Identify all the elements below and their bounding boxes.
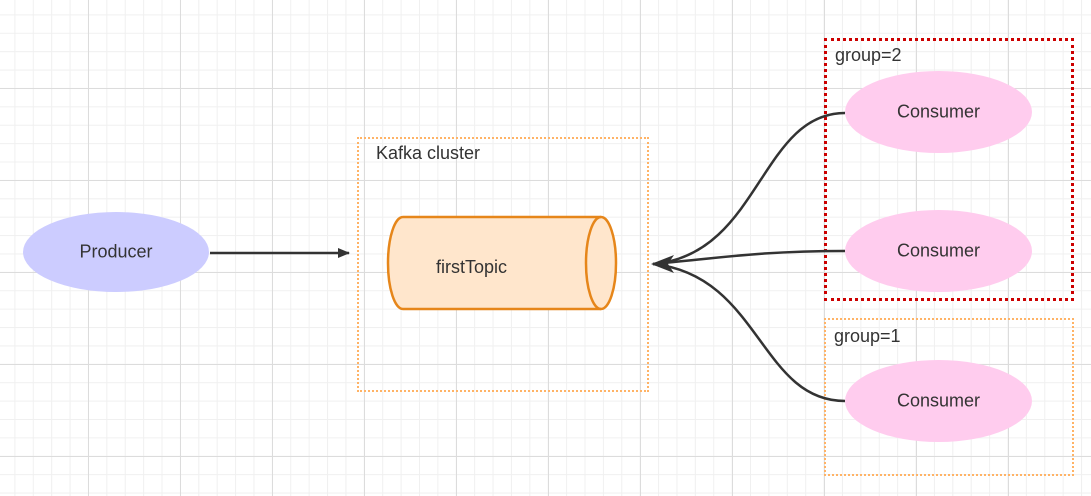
group-2-label: group=2	[835, 45, 902, 65]
consumer-node-bottom[interactable]: Consumer	[845, 360, 1032, 442]
producer-node[interactable]: Producer	[23, 212, 209, 292]
group-1-container[interactable]: group=1	[824, 318, 1074, 476]
group-1-label: group=1	[834, 326, 901, 346]
kafka-cluster-container[interactable]: Kafka cluster	[357, 137, 649, 392]
edge-consumer-top-to-topic[interactable]	[652, 111, 846, 266]
consumer-label: Consumer	[896, 101, 981, 122]
group-2-container[interactable]: group=2	[824, 38, 1074, 301]
first-topic-label: firstTopic	[436, 257, 508, 277]
consumer-label: Consumer	[896, 390, 981, 411]
edge-consumer-bottom-to-topic[interactable]	[652, 262, 846, 403]
kafka-cluster-label: Kafka cluster	[376, 143, 481, 163]
consumer-label: Consumer	[896, 240, 981, 261]
consumer-node-top[interactable]: Consumer	[845, 71, 1032, 153]
consumer-node-middle[interactable]: Consumer	[845, 210, 1032, 292]
edge-consumer-middle-to-topic[interactable]	[652, 249, 846, 266]
first-topic-cylinder[interactable]	[386, 215, 618, 311]
arrowhead-into-topic	[651, 255, 674, 273]
producer-label: Producer	[79, 241, 153, 262]
